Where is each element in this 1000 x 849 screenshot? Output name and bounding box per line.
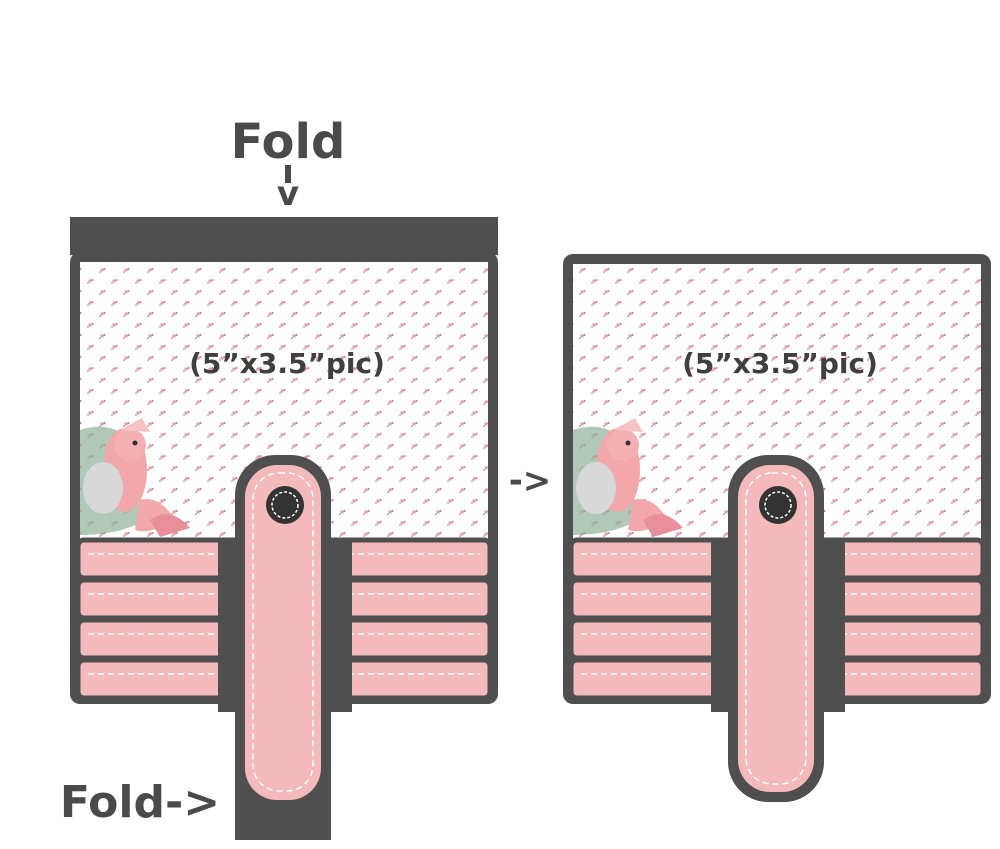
fold-top-arrow-shaft bbox=[285, 165, 291, 183]
right-pic-size-label: (5”x3.5”pic) bbox=[682, 347, 878, 380]
fold-top-arrow: v bbox=[277, 174, 299, 214]
left-fold-flap bbox=[70, 217, 498, 255]
right-cockatoo-illustration bbox=[573, 418, 683, 537]
right-wallet: (5”x3.5”pic) bbox=[563, 254, 991, 802]
left-pic-size-label: (5”x3.5”pic) bbox=[189, 347, 385, 380]
fold-top-label: Fold bbox=[231, 114, 346, 170]
left-strap-shoulder bbox=[218, 540, 240, 712]
left-wallet: (5”x3.5”pic) bbox=[70, 217, 498, 840]
fold-bottom-label: Fold-> bbox=[60, 777, 220, 828]
transition-arrow: -> bbox=[509, 461, 552, 501]
left-cockatoo-illustration bbox=[80, 418, 190, 537]
left-strap-fold-end bbox=[235, 800, 331, 840]
